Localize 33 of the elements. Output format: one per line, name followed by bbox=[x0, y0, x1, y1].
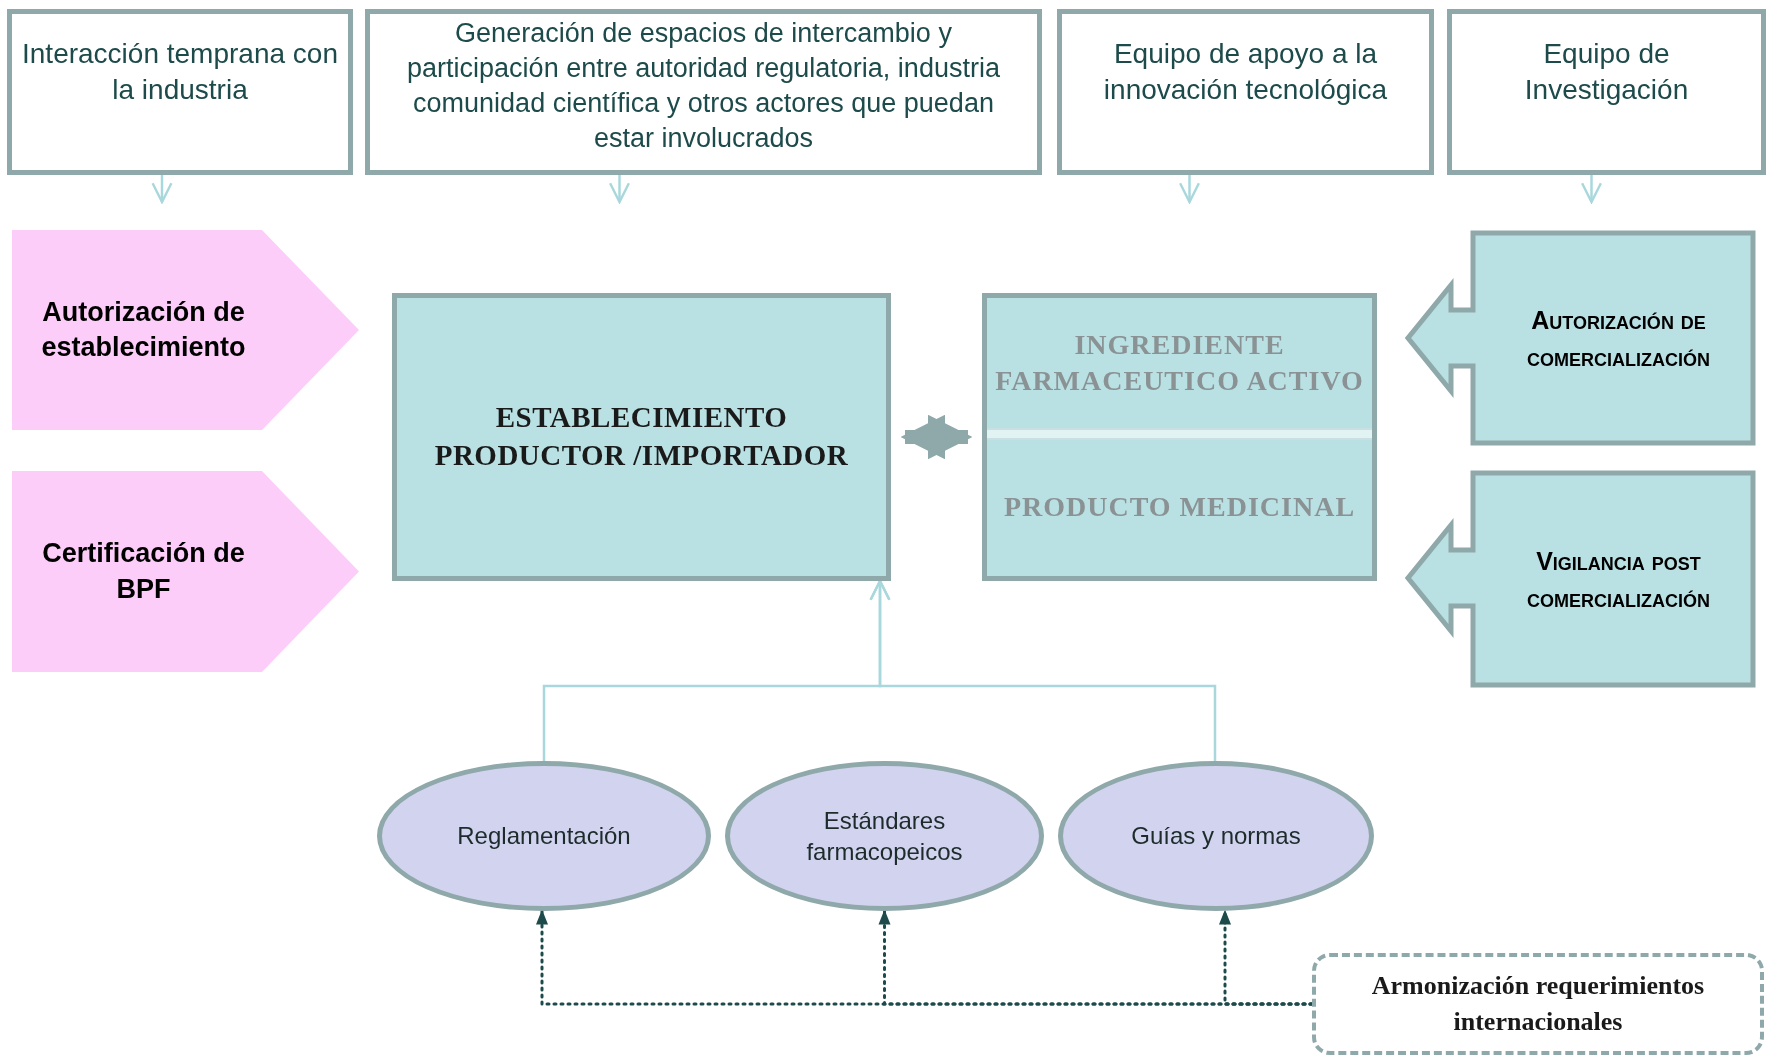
arrow bbox=[608, 175, 631, 204]
callout-label: Vigilancia post comercialización bbox=[1526, 546, 1711, 614]
dashed-box bbox=[1312, 953, 1764, 1055]
text-box bbox=[7, 9, 353, 175]
arrow bbox=[1580, 175, 1603, 204]
left-arrow-callout bbox=[1405, 471, 1756, 688]
split-box bbox=[982, 293, 1377, 581]
box-title: ESTABLECIMIENTO PRODUCTOR /IMPORTADOR bbox=[433, 400, 850, 473]
text-box bbox=[365, 9, 1042, 175]
chevron-label: Certificación de BPF bbox=[41, 537, 246, 606]
chevron-shape bbox=[12, 230, 359, 430]
left-arrow-callout bbox=[1405, 231, 1756, 446]
double-arrow bbox=[900, 414, 973, 460]
box-title: INGREDIENTE FARMACEUTICO ACTIVO bbox=[994, 327, 1365, 398]
arrow bbox=[869, 579, 1217, 761]
chevron-shape bbox=[12, 471, 359, 672]
box-text: Interacción temprana con la industria bbox=[22, 37, 338, 108]
ellipse-label: Estándares farmacopeicos bbox=[805, 805, 964, 867]
box-text: Equipo de apoyo a la innovación tecnológica bbox=[1102, 37, 1389, 108]
text-box bbox=[1057, 9, 1434, 175]
chevron-label: Autorización de establecimiento bbox=[40, 295, 247, 364]
box-text: Generación de espacios de intercambio y participación entre autoridad regulatoria, industria comunidad científica y otros actores que puedan estar involucrados bbox=[406, 17, 1001, 156]
callout-label: Autorización de comercialización bbox=[1526, 305, 1711, 373]
arrow bbox=[1219, 909, 1314, 1006]
text-box bbox=[1447, 9, 1766, 175]
ellipse-label: Reglamentación bbox=[457, 821, 631, 852]
ellipse-label: Guías y normas bbox=[1131, 821, 1301, 852]
arrow bbox=[1178, 175, 1201, 204]
box-title: PRODUCTO MEDICINAL bbox=[1003, 489, 1356, 524]
process-box bbox=[392, 293, 891, 581]
arrow bbox=[151, 175, 173, 204]
box-text: Equipo de Investigación bbox=[1523, 37, 1690, 108]
box-text: Armonización requerimientos internacionales bbox=[1370, 969, 1706, 1038]
